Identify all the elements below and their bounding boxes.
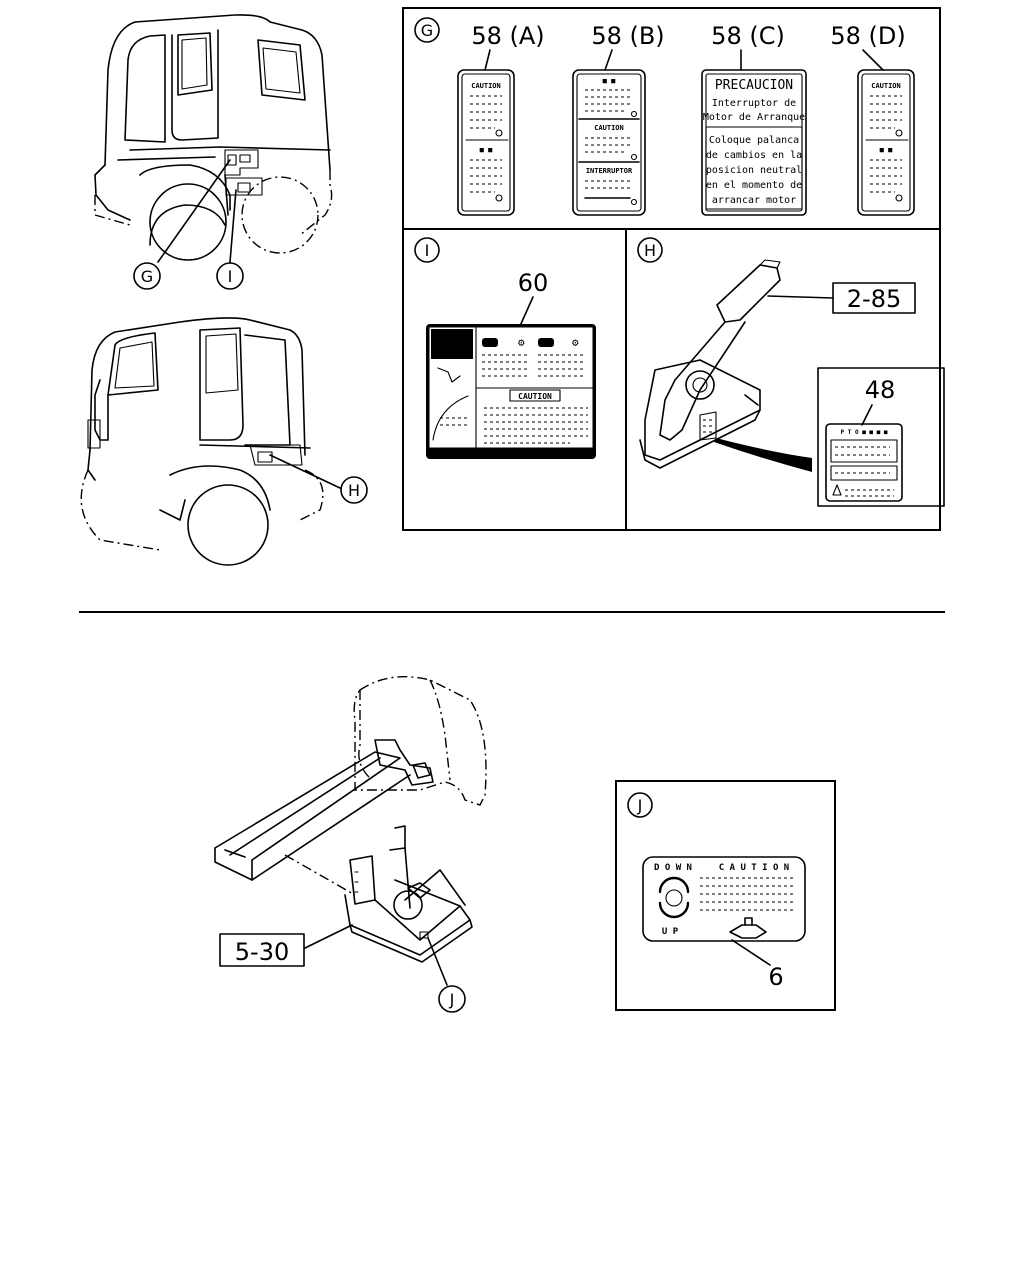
- svg-text:■ ■: ■ ■: [480, 146, 493, 154]
- chassis-frame-assembly: [214, 675, 487, 963]
- callout-g-label: G: [141, 267, 153, 286]
- callout-i: I: [216, 262, 244, 290]
- truck-cab-rear-view: [80, 317, 324, 566]
- decal-58c: PRECAUCION Interruptor de Motor de Arran…: [701, 69, 807, 216]
- decal-6: D O W N C A U T I O N U P: [642, 856, 806, 942]
- decal-6-up: U P: [662, 927, 679, 937]
- callout-g: G: [133, 262, 161, 290]
- ref-5-30: 5-30: [235, 938, 289, 966]
- leader-5-30: [304, 924, 353, 949]
- detail-j-panel: J D O W N C A U T I O N U P 6: [615, 780, 836, 1011]
- decal-58c-line4: de cambios en la: [706, 150, 802, 161]
- decal-58b: ■ ■ CAUTION INTERRUPTOR: [572, 69, 646, 216]
- svg-text:P T O ■ ■ ■ ■: P T O ■ ■ ■ ■: [841, 429, 888, 436]
- section-g-label: G: [421, 21, 433, 40]
- leader-g: [157, 159, 231, 263]
- svg-text:⚙: ⚙: [518, 336, 525, 349]
- detail-panel: [402, 7, 941, 531]
- parking-brake-lever: [639, 259, 781, 469]
- label-58a: 58 (A): [471, 22, 544, 50]
- decal-58c-line7: arrancar motor: [712, 195, 796, 206]
- decal-48: P T O ■ ■ ■ ■: [825, 423, 903, 502]
- callout-h-label: H: [348, 481, 360, 500]
- decal-60-caution: CAUTION: [518, 392, 552, 401]
- part-6-number: 6: [768, 963, 783, 991]
- decal-58c-line6: en el momento de: [706, 180, 802, 191]
- truck-cab-front-view: [94, 14, 333, 261]
- decal-58d: CAUTION ■ ■: [857, 69, 915, 216]
- callout-j-label: J: [449, 990, 455, 1009]
- zoom-pointer: [714, 438, 812, 472]
- decal-58d-caution: CAUTION: [871, 82, 901, 90]
- section-g: G 58 (A) 58 (B) 58 (C) 58 (D) CAUTION ■ …: [414, 17, 915, 216]
- decal-48-frame: [817, 367, 945, 507]
- label-58b: 58 (B): [591, 22, 664, 50]
- callout-j: J: [438, 985, 466, 1013]
- label-58d: 58 (D): [830, 22, 905, 50]
- part-60-number: 60: [518, 269, 549, 297]
- decal-58c-line5: posicion neutral: [706, 165, 802, 176]
- decal-58b-interruptor: INTERRUPTOR: [586, 167, 633, 175]
- section-h-label: H: [644, 241, 656, 260]
- callout-h: H: [340, 476, 368, 504]
- decal-60: ⚙ ⚙ CAUTION: [426, 324, 596, 459]
- decal-58c-line3: Coloque palanca: [709, 135, 799, 146]
- leader-6: [731, 939, 771, 966]
- svg-text:■ ■: ■ ■: [603, 77, 616, 85]
- svg-text:⚙: ⚙: [572, 336, 579, 349]
- part-48-number: 48: [865, 376, 896, 404]
- decal-58c-title: PRECAUCION: [715, 78, 793, 93]
- section-j-label: J: [637, 796, 643, 815]
- leader-h: [269, 454, 341, 489]
- decal-58b-caution: CAUTION: [594, 124, 624, 132]
- decal-58c-line1: Interruptor de: [712, 98, 796, 109]
- label-58c: 58 (C): [711, 22, 785, 50]
- decal-6-caution: C A U T I O N: [719, 863, 789, 873]
- decal-58a: CAUTION ■ ■: [457, 69, 515, 216]
- section-i-label: I: [425, 241, 430, 260]
- leader-j: [427, 937, 448, 986]
- decal-6-down: D O W N: [654, 863, 692, 873]
- decal-58a-caution: CAUTION: [471, 82, 501, 90]
- leader-i: [229, 189, 237, 263]
- callout-i-label: I: [228, 267, 233, 286]
- ref-2-85: 2-85: [847, 285, 901, 313]
- section-i: I 60 ⚙ ⚙ CAUTION: [414, 237, 596, 459]
- decal-58c-line2: Motor de Arranque: [703, 112, 805, 123]
- section-h: H 2-85 48 P T O ■ ■ ■ ■: [637, 237, 945, 507]
- svg-text:■ ■: ■ ■: [880, 146, 893, 154]
